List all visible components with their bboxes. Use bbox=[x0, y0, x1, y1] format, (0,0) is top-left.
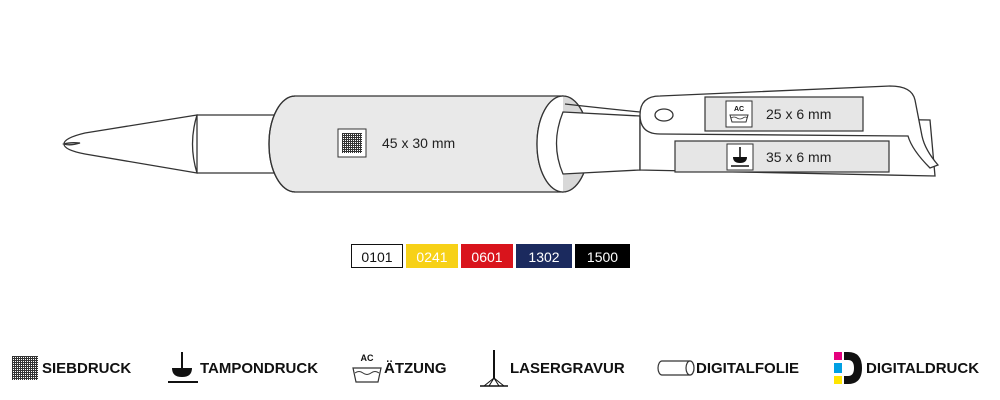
printing-method-legend: SIEBDRUCK TAMPONDRUCK AC ÄTZUNG LASERGRA… bbox=[0, 346, 1000, 390]
color-code: 0601 bbox=[471, 249, 503, 265]
etching-icon: AC bbox=[352, 353, 382, 383]
color-code: 1302 bbox=[528, 249, 560, 265]
color-code: 1500 bbox=[586, 249, 619, 265]
legend-label: DIGITALFOLIE bbox=[696, 359, 800, 377]
pad-print-icon bbox=[726, 143, 754, 171]
legend-item-etching: AC ÄTZUNG bbox=[350, 346, 447, 390]
color-code: 0101 bbox=[361, 249, 393, 265]
color-swatch[interactable]: 1500 bbox=[575, 244, 630, 268]
legend-item-pad-print: TAMPONDRUCK bbox=[166, 346, 318, 390]
legend-item-screen-print: SIEBDRUCK bbox=[10, 346, 131, 390]
color-swatch[interactable]: 1302 bbox=[516, 244, 572, 268]
imprint-size-body: 35 x 6 mm bbox=[766, 149, 831, 165]
color-swatch[interactable]: 0601 bbox=[461, 244, 513, 268]
screen-print-icon bbox=[12, 356, 38, 380]
legend-item-digital-foil: DIGITALFOLIE bbox=[656, 346, 799, 390]
color-swatch[interactable]: 0241 bbox=[406, 244, 458, 268]
imprint-size-clip: 25 x 6 mm bbox=[766, 106, 831, 122]
laser-engraving-icon bbox=[480, 350, 508, 387]
etching-icon: AC bbox=[725, 100, 753, 128]
pad-print-icon bbox=[168, 352, 198, 383]
digital-foil-icon bbox=[657, 360, 695, 376]
legend-label: SIEBDRUCK bbox=[42, 359, 132, 377]
screen-print-icon bbox=[337, 128, 367, 158]
digital-print-icon bbox=[834, 352, 862, 384]
legend-item-laser-engraving: LASERGRAVUR bbox=[478, 346, 625, 390]
legend-label: DIGITALDRUCK bbox=[866, 359, 980, 377]
legend-label: ÄTZUNG bbox=[384, 359, 447, 377]
legend-label: TAMPONDRUCK bbox=[200, 359, 319, 377]
color-code: 0241 bbox=[416, 249, 448, 265]
pen-tip bbox=[61, 114, 198, 174]
color-swatches: 0101 0241 0601 1302 1500 bbox=[351, 244, 630, 268]
pen-drawing: 45 x 30 mm AC 25 x 6 mm 35 x 6 mm bbox=[61, 85, 940, 193]
imprint-size-sleeve: 45 x 30 mm bbox=[382, 135, 455, 151]
color-swatch[interactable]: 0101 bbox=[351, 244, 403, 268]
legend-label: LASERGRAVUR bbox=[510, 359, 625, 377]
etching-icon-text: AC bbox=[361, 353, 374, 363]
imprint-area-body bbox=[674, 140, 890, 173]
legend-item-digital-print: DIGITALDRUCK bbox=[832, 346, 979, 390]
etching-icon-text: AC bbox=[734, 106, 744, 113]
